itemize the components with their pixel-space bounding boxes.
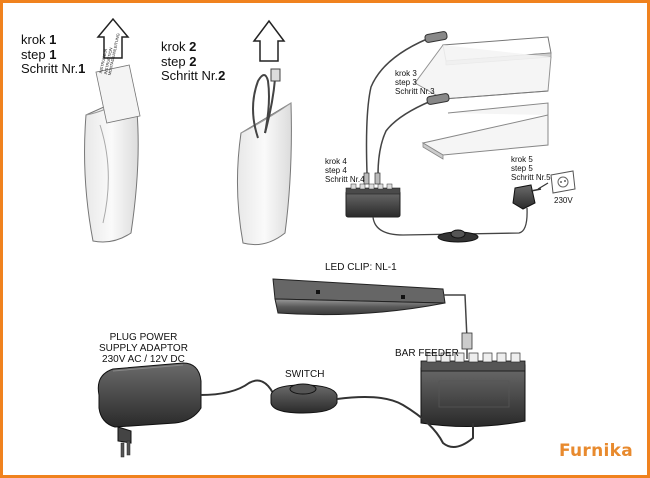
voltage-label: 230V [554,196,573,205]
shelf-lower [421,102,549,160]
led-lamp-arm-1 [365,38,428,174]
step4-label: krok 4 step 4 Schritt Nr.4 [325,157,365,185]
connector-plugs [363,172,381,185]
plug-power-label: PLUG POWER SUPPLY ADAPTOR 230V AC / 12V … [99,332,188,366]
plug-power-adaptor-illustration [97,362,274,458]
arrow-up-icon [96,17,130,59]
installation-diagram [84,17,576,458]
led-lamp-head-2 [426,93,450,105]
arrow-up-icon [252,19,286,62]
bar-feeder-small [345,183,401,218]
step1-bag-illustration [84,17,141,243]
switch-small [437,229,479,243]
step3-label: krok 3 step 3 Schritt Nr.3 [395,69,435,97]
adaptor-small [512,184,542,210]
bar-feeder-illustration [420,352,526,428]
brand-logo: Furnika [558,441,633,461]
arrow-icon [537,182,549,190]
led-clip-illustration [272,278,473,359]
step5-label: krok 5 step 5 Schritt Nr.5 [511,155,551,183]
led-lamp-head-1 [424,31,448,43]
wall-socket [550,170,576,194]
bar-feeder-label: BAR FEEDER [395,348,459,359]
shelf-upper [414,36,552,100]
cable-coil [252,68,281,139]
led-clip-label: LED CLIP: NL-1 [325,262,397,273]
instruction-sheet [95,64,141,124]
switch-label: SWITCH [285,369,325,380]
step2-bag-illustration [236,19,292,246]
switch-illustration [270,383,474,448]
led-lamp-arm-2 [377,100,432,176]
step1-label: krok 1 step 1 Schritt Nr.1 [21,32,86,77]
step2-label: krok 2 step 2 Schritt Nr.2 [161,39,226,84]
